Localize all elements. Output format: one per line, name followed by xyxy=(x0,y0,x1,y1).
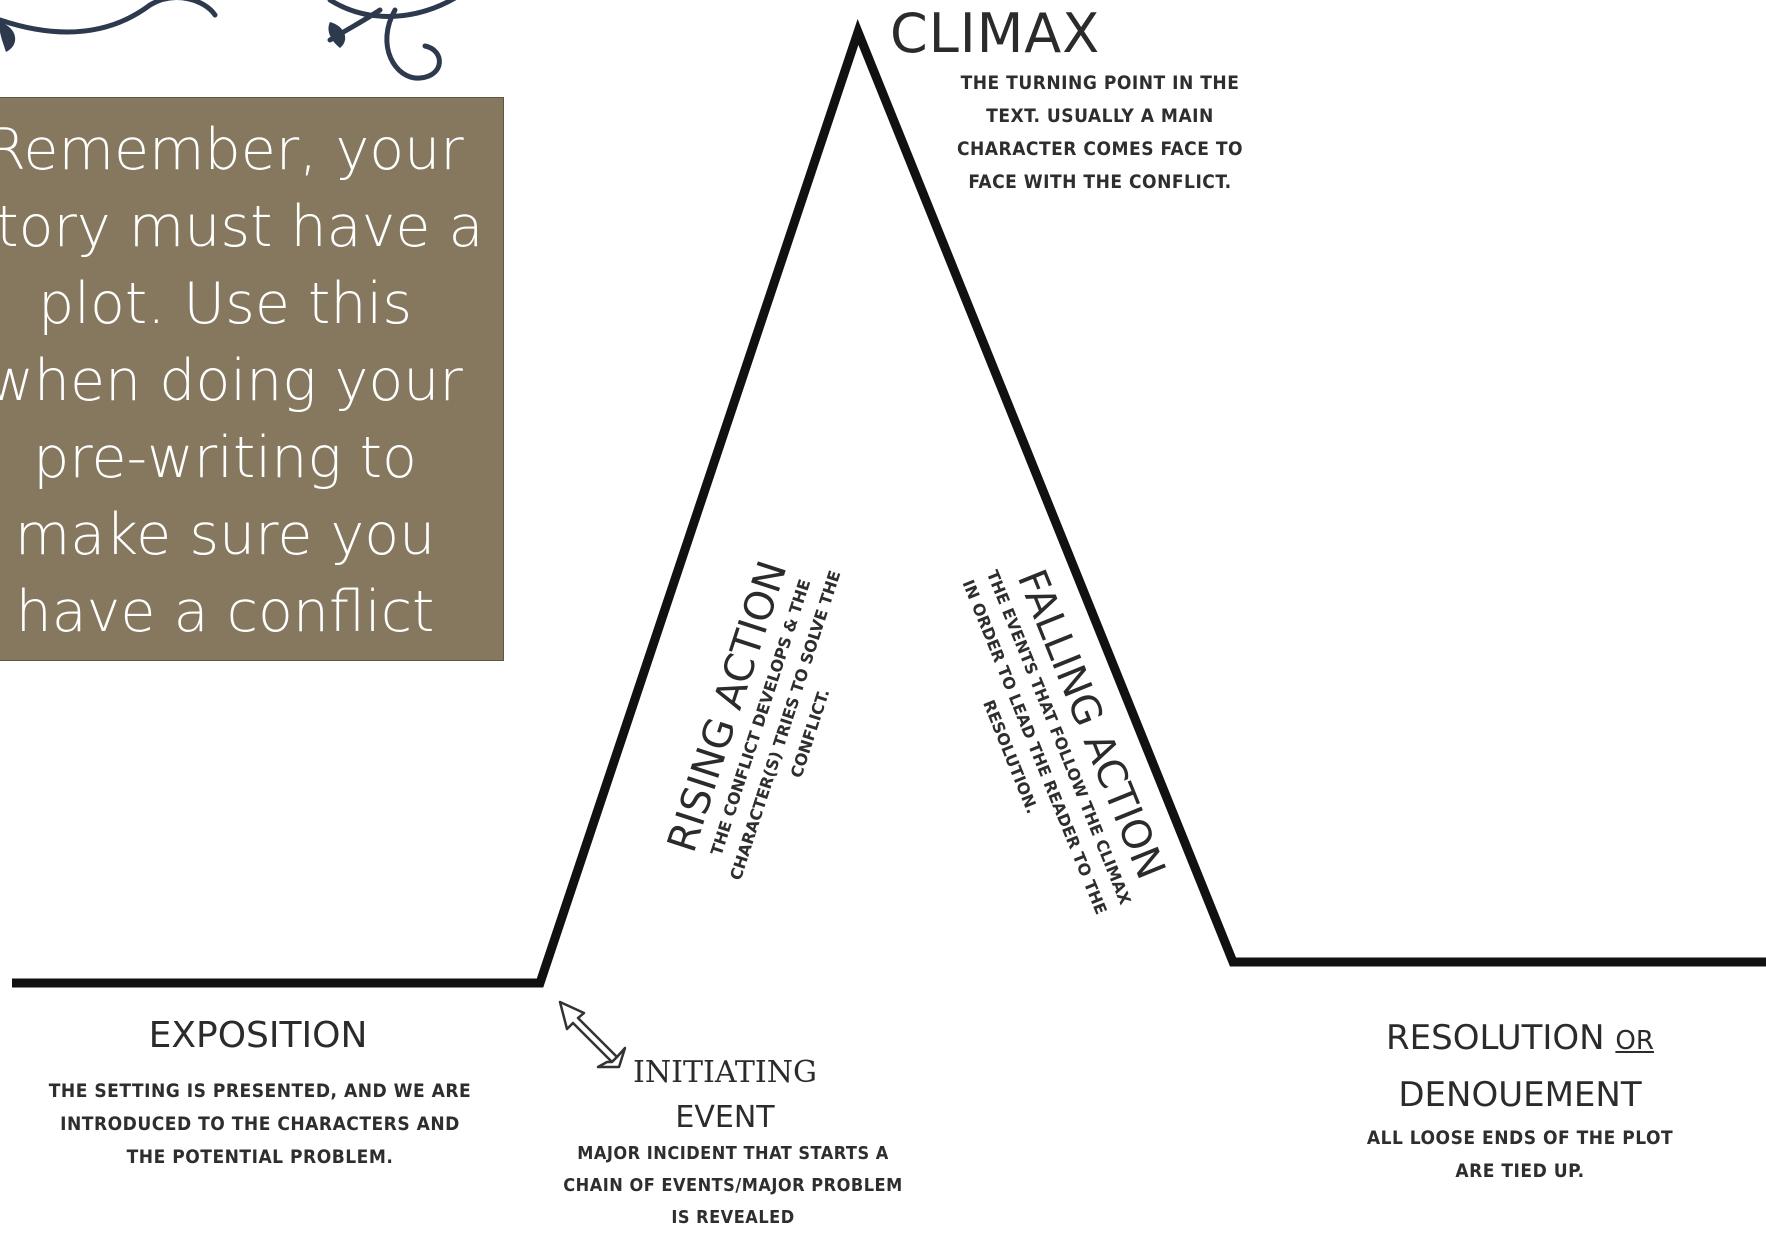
initiating-event-title-line1: INITIATING xyxy=(633,1055,817,1090)
initiating-arrow-icon xyxy=(558,1000,627,1069)
resolution-description: ALL LOOSE ENDS OF THE PLOT ARE TIED UP. xyxy=(1366,1127,1674,1182)
reminder-text: Remember, your story must have a plot. U… xyxy=(0,117,484,722)
flourish-ornament xyxy=(0,0,457,81)
leaf-icon xyxy=(0,22,15,52)
leaf-icon xyxy=(328,22,346,48)
exposition-title: EXPOSITION xyxy=(148,1015,368,1056)
resolution-title-line1: RESOLUTION OR xyxy=(1340,1018,1700,1058)
reminder-box xyxy=(0,97,504,661)
resolution-or: OR xyxy=(1615,1026,1654,1056)
exposition-description: THE SETTING IS PRESENTED, AND WE ARE INT… xyxy=(48,1080,472,1168)
climax-title: CLIMAX xyxy=(890,2,1101,65)
denouement-title: DENOUEMENT xyxy=(1398,1075,1642,1115)
climax-description: THE TURNING POINT IN THE TEXT. USUALLY A… xyxy=(956,72,1244,193)
initiating-event-title-line2: EVENT xyxy=(675,1100,775,1135)
resolution-title: RESOLUTION xyxy=(1386,1018,1605,1058)
plot-line xyxy=(12,18,1766,988)
initiating-event-description: MAJOR INCIDENT THAT STARTS A CHAIN OF EV… xyxy=(563,1143,903,1228)
